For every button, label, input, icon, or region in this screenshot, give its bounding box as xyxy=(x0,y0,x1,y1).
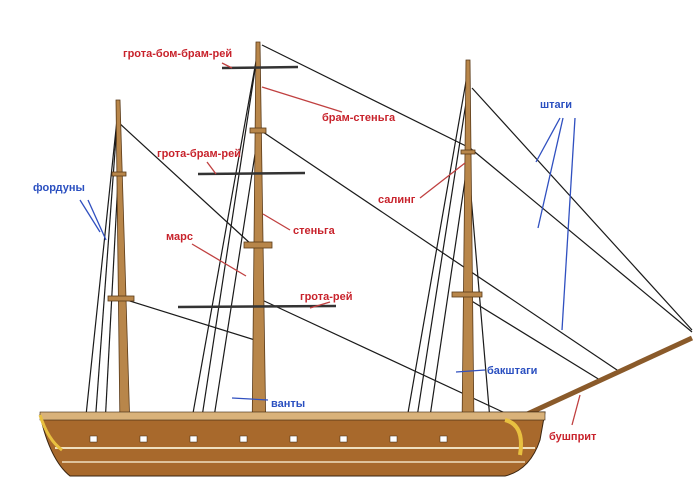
label-main-yard: грота-рей xyxy=(300,291,353,303)
label-crosstrees: салинг xyxy=(378,194,416,206)
bowsprit xyxy=(508,335,694,425)
label-backstays: бакштаги xyxy=(487,365,537,377)
label-stays: штаги xyxy=(540,99,572,111)
label-topgallant-yard: грота-брам-рей xyxy=(157,148,241,160)
masts xyxy=(107,41,483,441)
fore-mast xyxy=(115,99,131,431)
label-pointers xyxy=(79,62,581,426)
main-mast xyxy=(251,41,267,441)
main-yard xyxy=(177,304,337,309)
label-topgallant-mast: брам-стеньга xyxy=(322,112,396,124)
hull xyxy=(38,411,546,477)
label-shrouds: ванты xyxy=(271,398,305,410)
royal-yard xyxy=(221,65,299,70)
label-bowsprit: бушприт xyxy=(549,431,597,443)
label-shrouds-aft: фордуны xyxy=(33,182,85,194)
label-top: марс xyxy=(166,231,193,243)
label-topmast: стеньга xyxy=(293,225,336,237)
topgallant-yard xyxy=(197,171,306,176)
label-royal-yard: грота-бом-брам-рей xyxy=(123,48,232,60)
rigging-lines xyxy=(84,44,693,431)
